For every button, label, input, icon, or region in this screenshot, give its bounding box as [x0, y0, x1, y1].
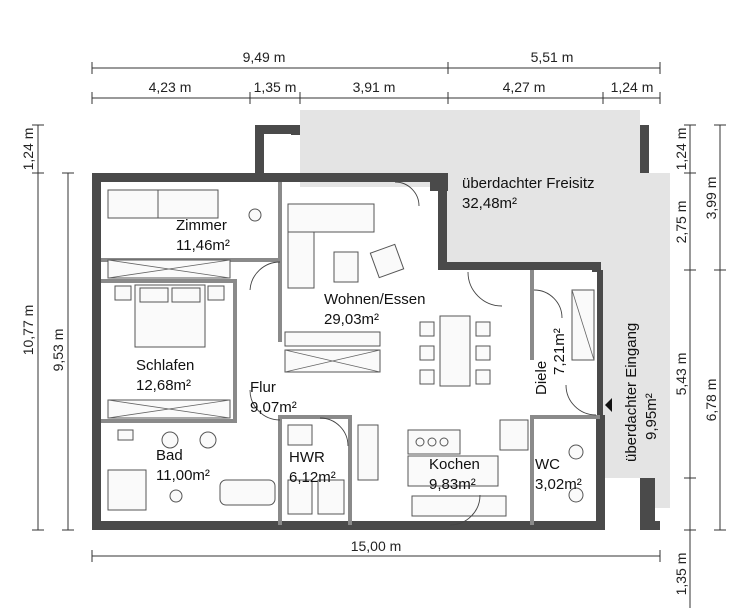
dim-top-inner-5: 1,24 m [611, 79, 654, 95]
dim-right-outer-1: 3,99 m [703, 177, 719, 220]
dim-left-outer-1: 1,24 m [20, 128, 36, 171]
dim-right-outer-2: 6,78 m [703, 379, 719, 422]
covered-terrace-area [300, 110, 670, 508]
dim-bottom: 15,00 m [351, 538, 402, 554]
furniture [107, 189, 595, 517]
door-swings [249, 181, 597, 526]
room-name-bad: Bad [156, 447, 183, 464]
room-area-bad: 11,00m² [156, 467, 210, 484]
dim-right-inner-3: 5,43 m [673, 353, 689, 396]
room-area-wc: 3,02m² [535, 476, 582, 493]
room-area-wohnen-essen: 29,03m² [324, 311, 379, 328]
dim-top-inner-4: 4,27 m [503, 79, 546, 95]
room-name-wc: WC [535, 456, 560, 473]
dim-left-outer-2: 10,77 m [20, 305, 36, 356]
exterior-walls [92, 125, 660, 530]
dim-top-inner-3: 3,91 m [353, 79, 396, 95]
dim-right-inner-2: 2,75 m [673, 201, 689, 244]
room-name-schlafen: Schlafen [136, 357, 194, 374]
room-name-hwr: HWR [289, 449, 325, 466]
dim-top-inner-1: 4,23 m [149, 79, 192, 95]
dim-top-inner-2: 1,35 m [254, 79, 297, 95]
room-name-flur: Flur [250, 379, 276, 396]
room-name-diele: Diele [533, 361, 550, 395]
room-name-wohnen-essen: Wohnen/Essen [324, 291, 425, 308]
dim-right-inner-1: 1,24 m [673, 128, 689, 171]
room-name-kochen: Kochen [429, 456, 480, 473]
dim-top-outer-2: 5,51 m [531, 49, 574, 65]
room-area-diele: 7,21m² [551, 328, 568, 375]
dim-right-inner-4: 1,35 m [673, 553, 689, 596]
room-name-freisitz: überdachter Freisitz [462, 175, 595, 192]
entrance-arrow-icon [605, 398, 612, 412]
room-name-zimmer: Zimmer [176, 217, 227, 234]
room-name-eingang: überdachter Eingang [623, 323, 640, 462]
room-area-eingang: 9,95m² [643, 393, 660, 440]
dim-top-outer-1: 9,49 m [243, 49, 286, 65]
dimension-lines [32, 62, 726, 608]
room-area-hwr: 6,12m² [289, 469, 336, 486]
room-area-schlafen: 12,68m² [136, 377, 191, 394]
room-area-zimmer: 11,46m² [176, 237, 230, 254]
room-area-flur: 9,07m² [250, 399, 297, 416]
dim-left-inner: 9,53 m [50, 329, 66, 372]
room-area-freisitz: 32,48m² [462, 195, 517, 212]
room-area-kochen: 9,83m² [429, 476, 476, 493]
